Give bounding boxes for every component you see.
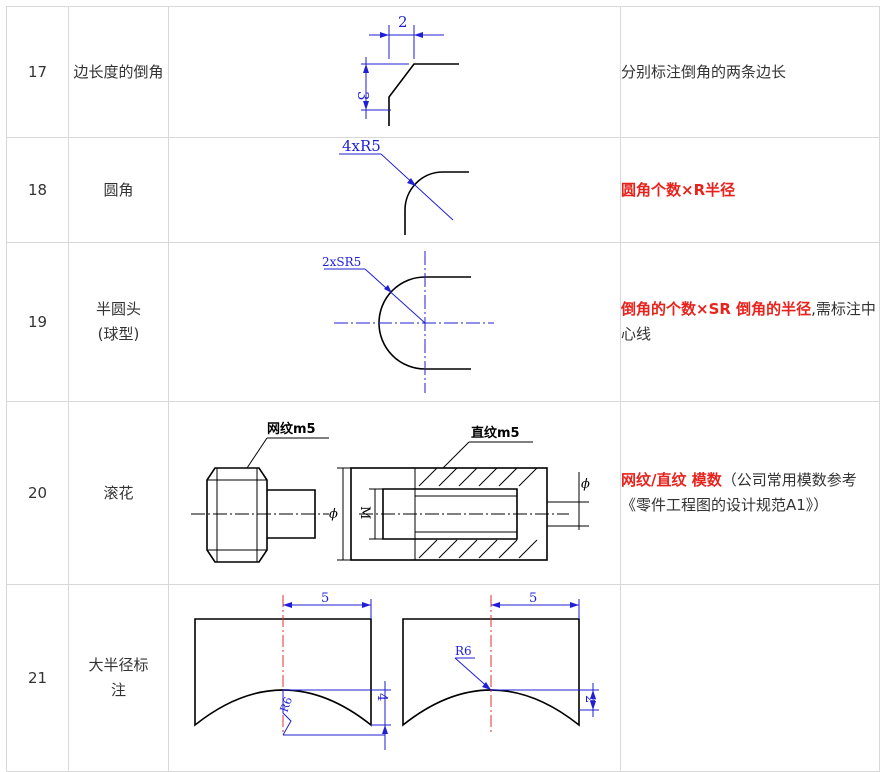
leader-line bbox=[380, 153, 454, 221]
large-radius-figure: 5 4 R6 5 R6 bbox=[168, 584, 621, 772]
fillet-drawing: 4xR5 bbox=[339, 138, 469, 235]
leader-line bbox=[442, 441, 470, 469]
ball-head-figure: 2xSR5 bbox=[168, 242, 621, 402]
row-name: 滚花 bbox=[68, 401, 169, 585]
row-name: 半圆头(球型) bbox=[68, 242, 169, 402]
arrow bbox=[382, 725, 388, 734]
fillet-outline bbox=[404, 171, 469, 235]
table-row-17: 17 边长度的倒角 2 3 分别标注倒角的两条边长 bbox=[6, 6, 880, 138]
row-note bbox=[620, 584, 880, 772]
row-name: 边长度的倒角 bbox=[68, 6, 169, 138]
table-row-18: 18 圆角 4xR5 圆角个数×R半径 bbox=[6, 137, 880, 243]
fillet-figure: 4xR5 bbox=[168, 137, 621, 243]
arrow bbox=[482, 682, 491, 690]
arrow bbox=[363, 101, 369, 110]
right-depth-text: 2 bbox=[582, 695, 597, 703]
dim-top-text: 2 bbox=[398, 13, 408, 31]
ball-head-label: 2xSR5 bbox=[322, 255, 361, 269]
row-note: 网纹/直纹 模数（公司常用模数参考《零件工程图的设计规范A1》） bbox=[620, 401, 880, 585]
arrow bbox=[363, 64, 369, 73]
row-number: 20 bbox=[6, 401, 69, 585]
note-text: ,需标注中心线 bbox=[621, 300, 876, 343]
m-symbol: M bbox=[357, 506, 372, 519]
note-highlight: 圆角个数×R半径 bbox=[621, 180, 736, 199]
table-row-20: 20 滚花 网纹m5 bbox=[6, 401, 880, 585]
mesh-knurl-label: 网纹m5 bbox=[267, 421, 316, 437]
right-width-text: 5 bbox=[529, 591, 537, 606]
leader-line bbox=[246, 437, 268, 469]
knurl-figure: 网纹m5 bbox=[168, 401, 621, 585]
arrow bbox=[380, 32, 389, 38]
arrow bbox=[570, 602, 579, 608]
fillet-label: 4xR5 bbox=[342, 138, 381, 155]
radius-jog bbox=[282, 690, 292, 736]
ball-head-drawing: 2xSR5 bbox=[322, 251, 494, 393]
row-number: 19 bbox=[6, 242, 69, 402]
chamfer-drawing: 2 3 bbox=[354, 13, 459, 126]
table-row-21: 21 大半径标注 5 4 R6 bbox=[6, 584, 880, 772]
left-depth-text: 4 bbox=[374, 693, 389, 701]
row-number: 21 bbox=[6, 584, 69, 772]
chamfer-figure: 2 3 bbox=[168, 6, 621, 138]
arrow bbox=[407, 178, 416, 186]
note-text: （公司常用模数参考《零件工程图的设计规范A1》） bbox=[621, 471, 857, 514]
arrow bbox=[362, 602, 371, 608]
left-radius-text: R6 bbox=[278, 695, 295, 714]
arrow bbox=[283, 602, 292, 608]
arrow bbox=[384, 285, 392, 293]
annotation-spec-table: 17 边长度的倒角 2 3 分别标注倒角的两条边长 bbox=[6, 6, 880, 772]
straight-knurl-label: 直纹m5 bbox=[471, 425, 520, 441]
row-note: 圆角个数×R半径 bbox=[620, 137, 880, 243]
row-note: 分别标注倒角的两条边长 bbox=[620, 6, 880, 138]
table-row-19: 19 半圆头(球型) 2xSR5 倒角的个数×SR 倒角的半径,需标注中心线 bbox=[6, 242, 880, 402]
leader-line bbox=[364, 268, 426, 324]
bore-outline bbox=[382, 488, 518, 540]
dim-left-text: 3 bbox=[354, 91, 372, 101]
arrow bbox=[491, 602, 500, 608]
knurl-drawing: 网纹m5 bbox=[191, 421, 590, 563]
left-width-text: 5 bbox=[321, 591, 329, 606]
large-radius-drawing: 5 4 R6 5 R6 bbox=[194, 591, 599, 750]
row-name: 大半径标注 bbox=[68, 584, 169, 772]
phi-symbol: ϕ bbox=[329, 507, 338, 522]
row-name: 圆角 bbox=[68, 137, 169, 243]
row-number: 18 bbox=[6, 137, 69, 243]
note-highlight: 网纹/直纹 模数 bbox=[621, 471, 722, 489]
arrow bbox=[590, 690, 596, 699]
phi-symbol-right: ϕ bbox=[581, 477, 590, 492]
note-highlight: 倒角的个数×SR 倒角的半径 bbox=[621, 300, 812, 318]
row-note: 倒角的个数×SR 倒角的半径,需标注中心线 bbox=[620, 242, 880, 402]
arrow bbox=[590, 701, 596, 710]
knurled-head bbox=[206, 467, 268, 563]
right-radius-text: R6 bbox=[455, 644, 472, 658]
chamfer-outline bbox=[388, 63, 459, 126]
hatching bbox=[418, 467, 538, 559]
row-number: 17 bbox=[6, 6, 69, 138]
arrow bbox=[414, 32, 423, 38]
